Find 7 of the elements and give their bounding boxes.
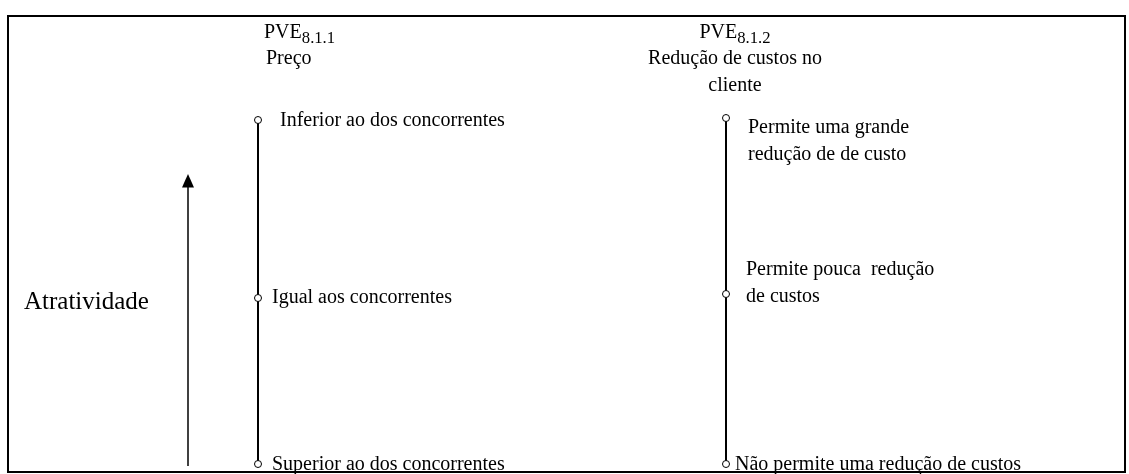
scale-point-label: Permite pouca redução de custos bbox=[746, 256, 936, 308]
scale-point-label: Permite uma grande redução de de custo bbox=[748, 114, 911, 167]
scale-point-label: Inferior ao dos concorrentes bbox=[280, 107, 506, 132]
scale-point-label: Não permite uma redução de custos bbox=[735, 451, 1022, 474]
scale-point-label: Igual aos concorrentes bbox=[272, 284, 453, 310]
scale-point-label: Superior ao dos concorrentes bbox=[272, 451, 506, 474]
axis-label: Atratividade bbox=[24, 286, 150, 316]
